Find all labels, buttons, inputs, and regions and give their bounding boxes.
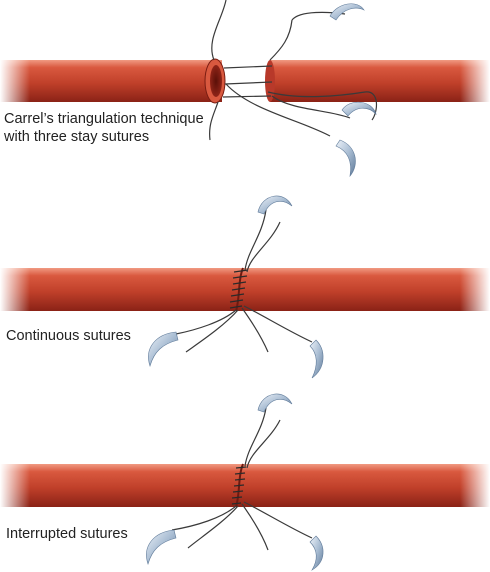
curved-needle-icon [329,3,365,21]
curved-needle-icon [341,101,377,117]
vessel-fade [0,56,30,106]
vessel-fade [460,264,490,315]
suture-thread-icon [209,0,377,141]
panel-caption: Carrel’s triangulation technique with th… [3,111,208,145]
curved-needle-icon [257,195,293,215]
blood-vessel-icon [0,464,490,507]
vessel-fade [0,264,30,315]
vessel-fade [460,460,490,511]
vessel-cut-end [265,60,275,102]
curved-needle-icon [146,529,177,566]
panel-interrupted: Interrupted sutures [0,393,490,571]
panel-triangulation: Carrel’s triangulation technique with th… [0,0,490,178]
panel-caption: Continuous sutures [6,328,131,344]
curved-needle-icon [148,331,179,368]
suture-stitches [231,466,247,505]
suture-thread-icon [171,407,313,551]
vessel-fade [0,460,30,511]
curved-needle-icon [257,393,293,413]
panel-caption: Interrupted sutures [6,526,128,542]
suture-thread-icon [175,209,313,353]
blood-vessel-icon [270,60,490,102]
blood-vessel-icon [0,268,490,311]
vessel-cut-end [204,58,226,104]
vessel-fade [460,56,490,106]
curved-needle-icon [335,139,356,178]
blood-vessel-icon [0,60,222,102]
curved-needle-icon [309,535,324,571]
curved-needle-icon [309,339,324,379]
panel-continuous: Continuous sutures [0,195,490,379]
suture-stitches [229,269,249,309]
